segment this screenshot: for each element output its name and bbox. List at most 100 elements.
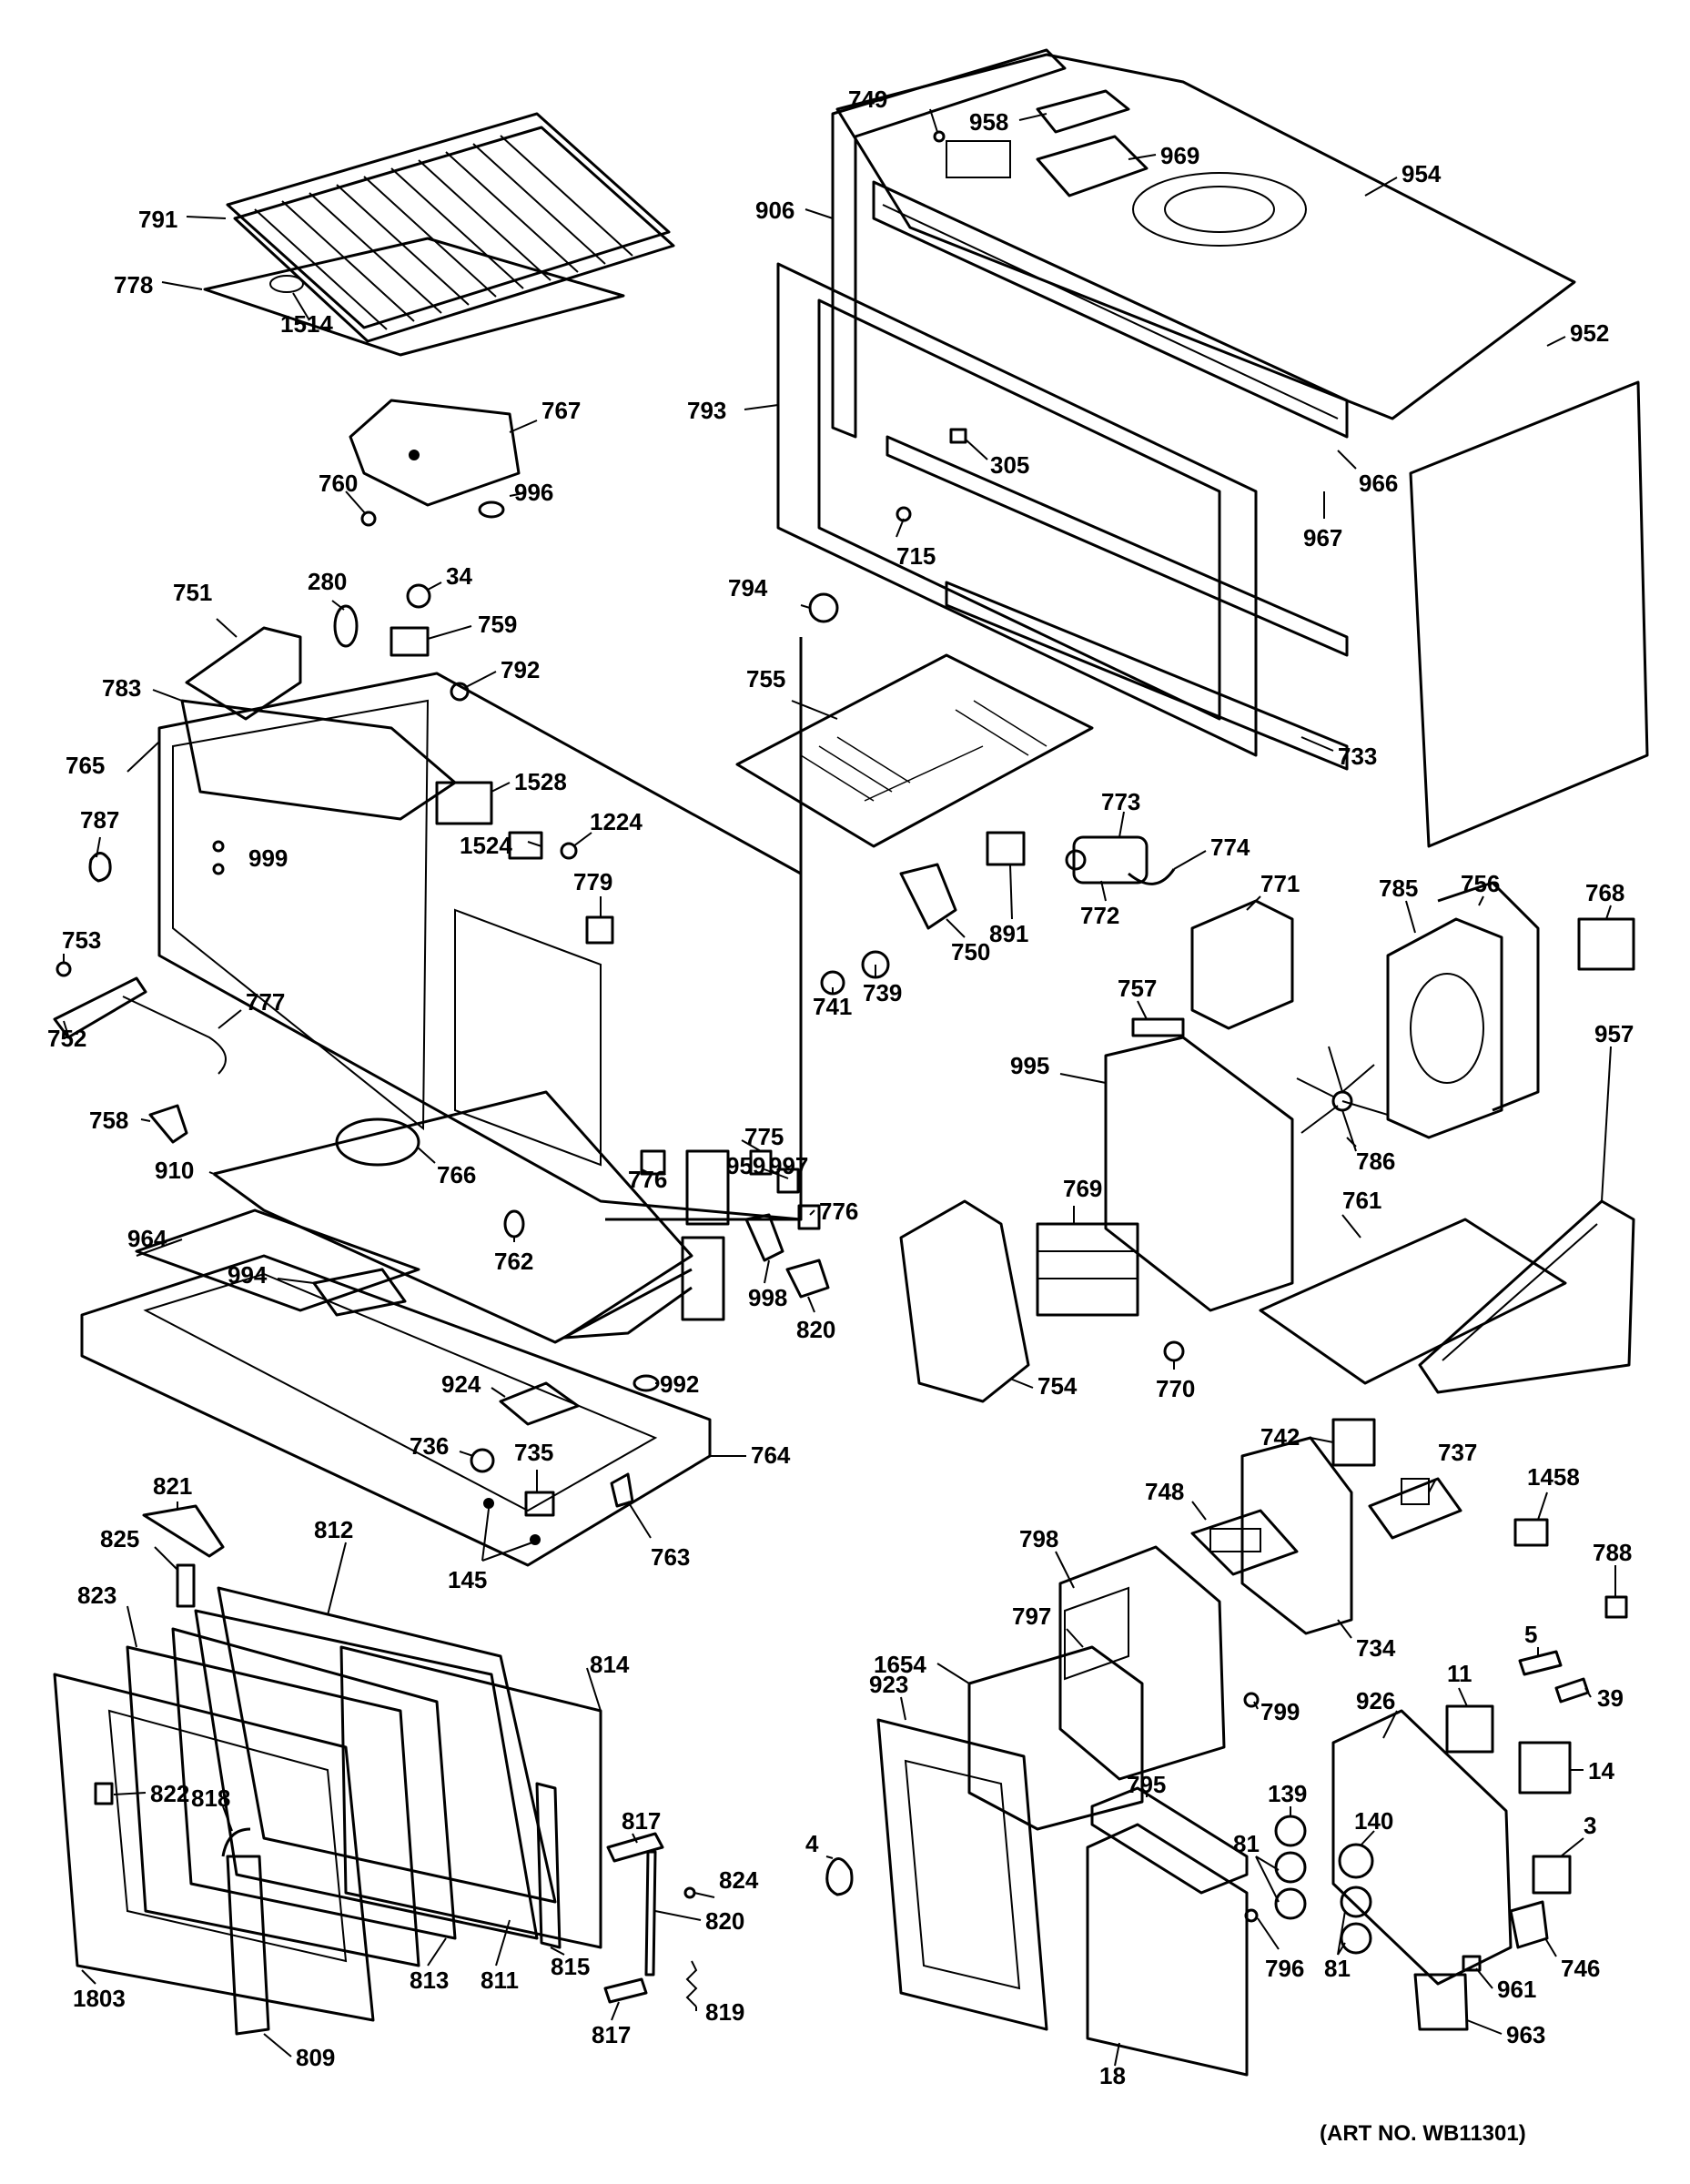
switch-11: [1445, 1704, 1494, 1754]
knob-140: [1338, 1843, 1374, 1879]
callout-761: 761: [1342, 1187, 1381, 1214]
side-panel-right: [1409, 380, 1649, 848]
callout-793: 793: [687, 397, 726, 424]
plate-964: [135, 1208, 420, 1312]
callout-959: 959: [726, 1152, 765, 1179]
screw-799: [1243, 1692, 1260, 1708]
callout-772: 772: [1080, 902, 1119, 929]
callout-821: 821: [153, 1472, 192, 1500]
bracket-750: [899, 863, 957, 930]
thermostat-770: [1163, 1340, 1185, 1362]
callout-3: 3: [1584, 1812, 1596, 1839]
callout-765: 765: [66, 752, 105, 779]
bracket-969: [1036, 135, 1149, 197]
outer-case-top: [835, 53, 1576, 420]
callout-labels: 791 778 1514 767 760 996 749 958 969 954…: [47, 86, 1634, 2146]
callout-759: 759: [478, 611, 517, 638]
perforated-plate: [735, 653, 1094, 848]
callout-812: 812: [314, 1516, 353, 1543]
screw-749: [933, 130, 946, 143]
door-panel-18: [1086, 1823, 1249, 2077]
callout-924: 924: [441, 1370, 481, 1398]
callout-923: 923: [869, 1671, 908, 1698]
callout-773: 773: [1101, 788, 1140, 815]
bracket-734: [1240, 1436, 1353, 1635]
fan-blade-786: [1296, 1046, 1389, 1152]
callout-1528: 1528: [514, 768, 567, 795]
callout-787: 787: [80, 806, 119, 834]
screw-715: [896, 506, 912, 522]
callout-771: 771: [1260, 870, 1300, 897]
shield-994: [312, 1268, 407, 1317]
lamp-socket-34: [406, 583, 431, 609]
wire-777: [122, 996, 227, 1075]
callout-966: 966: [1359, 470, 1398, 497]
callout-5: 5: [1524, 1621, 1537, 1648]
callout-1654: 1654: [874, 1651, 926, 1678]
bottom-trim-strip: [945, 581, 1349, 771]
callout-280: 280: [308, 568, 347, 595]
callout-969: 969: [1160, 142, 1199, 169]
magnetron-bracket-995: [1104, 1036, 1294, 1312]
callout-754: 754: [1037, 1372, 1078, 1400]
clip-996: [478, 500, 505, 519]
callout-778: 778: [114, 271, 153, 298]
latch-817a: [606, 1832, 664, 1863]
oven-cavity: [157, 637, 803, 1221]
oven-rack: [226, 112, 675, 343]
callout-748: 748: [1145, 1478, 1184, 1505]
callout-809: 809: [296, 2044, 335, 2071]
thermostat-736: [470, 1448, 495, 1473]
callout-752: 752: [47, 1025, 86, 1052]
callout-145: 145: [448, 1566, 487, 1593]
callout-961: 961: [1497, 1976, 1536, 2003]
capacitor-773: [1065, 835, 1149, 885]
lever-998: [744, 1213, 784, 1262]
callout-815: 815: [551, 1953, 590, 1980]
callout-1224: 1224: [590, 808, 643, 835]
air-duct-754: [899, 1199, 1030, 1403]
screw-1224: [560, 842, 578, 860]
knob-81a: [1274, 1851, 1307, 1884]
screw-760: [360, 511, 377, 527]
callout-957: 957: [1594, 1020, 1634, 1047]
fan-motor-768: [1577, 917, 1635, 971]
callout-813: 813: [410, 1967, 449, 1994]
callout-967: 967: [1303, 524, 1342, 551]
callout-814: 814: [590, 1651, 630, 1678]
clip-763: [610, 1472, 634, 1508]
bracket-752: [53, 976, 147, 1039]
screw-792: [450, 682, 470, 702]
spacer-762: [503, 1209, 525, 1239]
callout-755: 755: [746, 665, 785, 693]
bracket-963: [1413, 1973, 1469, 2031]
switch-3: [1532, 1855, 1572, 1895]
callout-756: 756: [1461, 870, 1500, 897]
screw-796: [1244, 1908, 1259, 1923]
callout-820-upper: 820: [796, 1316, 835, 1343]
callout-792: 792: [501, 656, 540, 683]
stirrer-766: [335, 1117, 420, 1167]
oven-tray: [203, 237, 625, 357]
callout-799: 799: [1260, 1698, 1300, 1725]
callout-995: 995: [1010, 1052, 1049, 1079]
relay-1528: [435, 781, 493, 825]
screw-999a: [212, 840, 225, 853]
callout-952: 952: [1570, 319, 1609, 347]
art-number: (ART NO. WB11301): [1320, 2121, 1526, 2146]
callout-1803: 1803: [73, 1985, 126, 2012]
callout-817-lower: 817: [592, 2021, 631, 2048]
light-cover-794: [808, 592, 839, 623]
callout-4: 4: [805, 1830, 819, 1857]
callout-139: 139: [1268, 1780, 1307, 1807]
callout-766: 766: [437, 1161, 476, 1188]
callout-824: 824: [719, 1866, 759, 1894]
callout-741: 741: [813, 993, 852, 1020]
callout-958: 958: [969, 108, 1008, 136]
callout-798: 798: [1019, 1525, 1058, 1552]
callout-764: 764: [751, 1441, 791, 1469]
support-frame-957: [1418, 1199, 1635, 1394]
callout-1524: 1524: [460, 832, 512, 859]
timer-14: [1518, 1741, 1572, 1795]
door-assembly: [53, 1563, 602, 2036]
